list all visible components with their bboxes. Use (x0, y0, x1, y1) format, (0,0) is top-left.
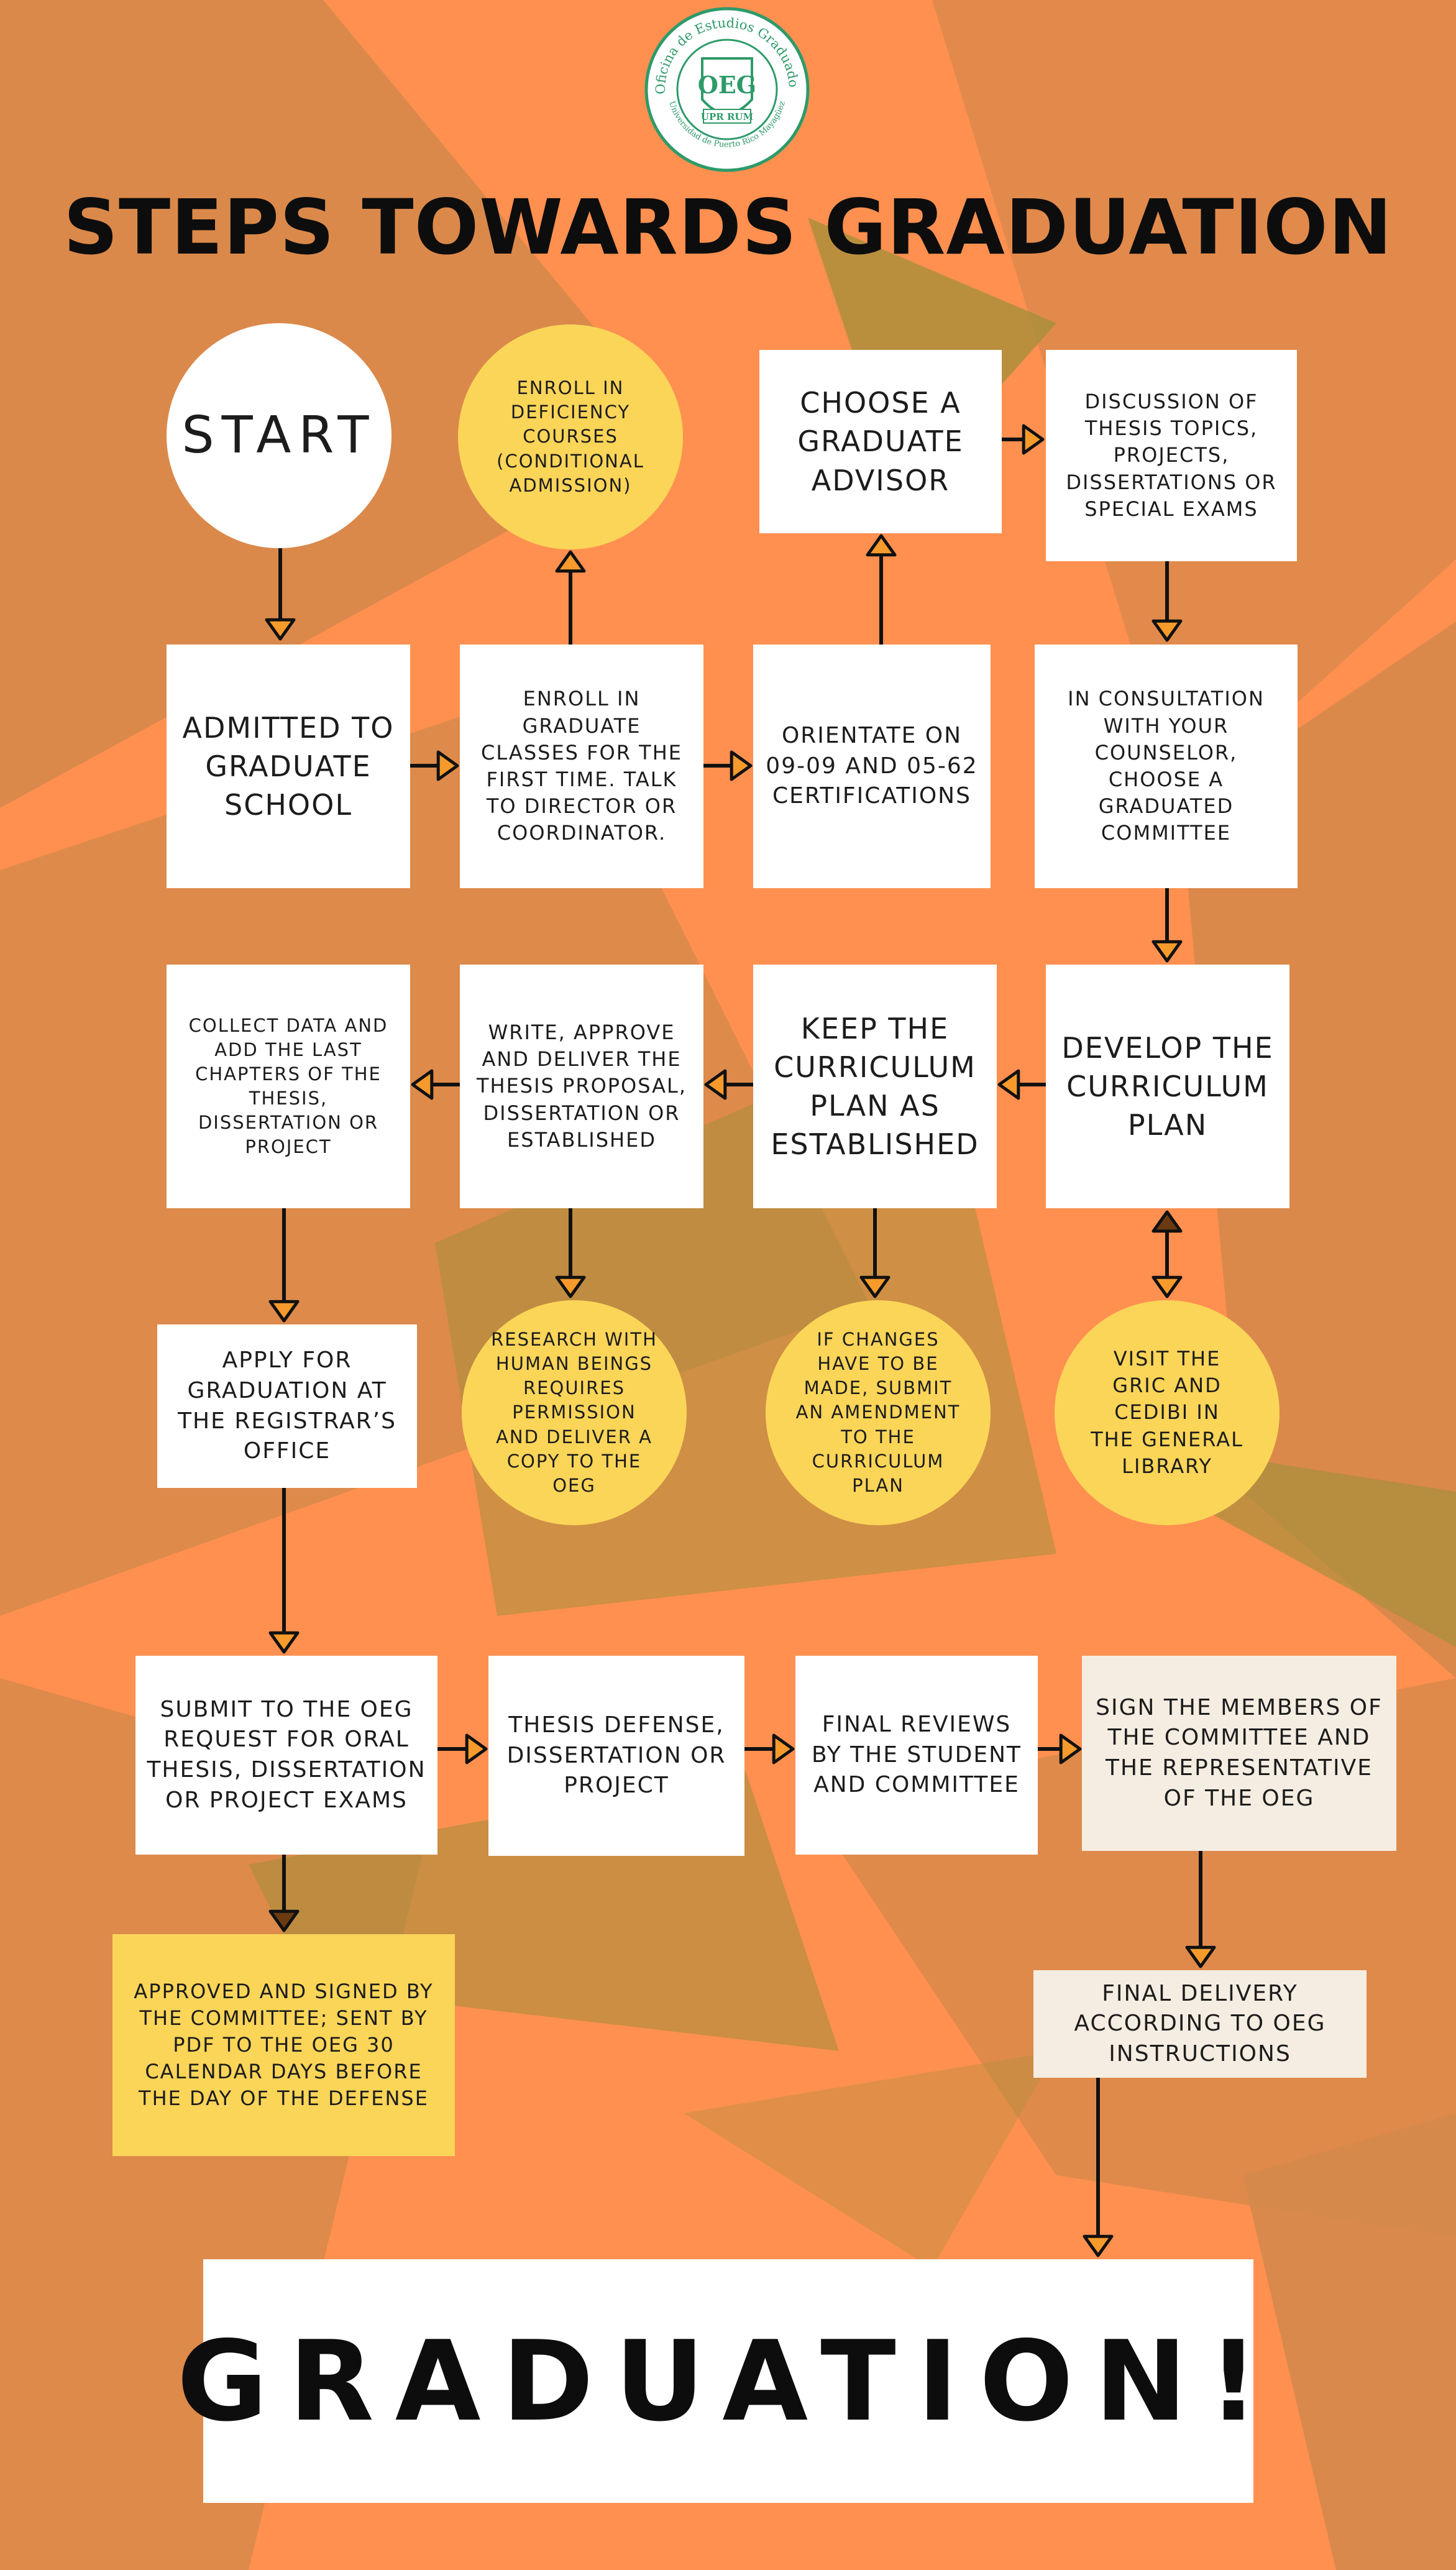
research-label: RESEARCH WITH HUMAN BEINGS REQUIRES PERM… (491, 1329, 657, 1496)
admitted-box: ADMITTED TO GRADUATE SCHOOL (167, 645, 410, 888)
graduation-label: GRADUATION! (176, 2316, 1280, 2446)
arrow-write-collect-head (411, 1069, 434, 1100)
arrow-develop-keep-head (997, 1069, 1020, 1100)
consultation-label: IN CONSULTATION WITH YOUR COUNSELOR, CHO… (1068, 687, 1265, 845)
arrow-write-research-head (555, 1275, 586, 1298)
discussion-box: DISCUSSION OF THESIS TOPICS, PROJECTS, D… (1046, 350, 1297, 561)
arrow-keep-changes-head (859, 1275, 891, 1298)
page-title: STEPS TOWARDS GRADUATION (63, 183, 1393, 272)
logo-banner: UPR RUM (701, 111, 753, 122)
choose-advisor-box: CHOOSE A GRADUATE ADVISOR (759, 350, 1002, 533)
visit-library-circle: VISIT THE GRIC AND CEDIBI IN THE GENERAL… (1055, 1300, 1280, 1525)
orientate-box: ORIENTATE ON 09-09 AND 05-62 CERTIFICATI… (753, 645, 991, 888)
collect-data-box: COLLECT DATA AND ADD THE LAST CHAPTERS O… (167, 965, 410, 1208)
sign-members-box: SIGN THE MEMBERS OF THE COMMITTEE AND TH… (1082, 1656, 1396, 1851)
logo-initials: OEG (698, 71, 757, 99)
arrow-reviews-sign-head (1059, 1733, 1082, 1765)
arrow-keep-write-head (704, 1069, 727, 1100)
keep-plan-label: KEEP THE CURRICULUM PLAN AS ESTABLISHED (771, 1011, 979, 1162)
consultation-box: IN CONSULTATION WITH YOUR COUNSELOR, CHO… (1035, 645, 1298, 888)
arrow-consultation-develop-head (1152, 940, 1183, 963)
discussion-label: DISCUSSION OF THESIS TOPICS, PROJECTS, D… (1066, 390, 1277, 521)
changes-label: IF CHANGES HAVE TO BE MADE, SUBMIT AN AM… (795, 1329, 961, 1496)
final-reviews-label: FINAL REVIEWS BY THE STUDENT AND COMMITT… (812, 1712, 1022, 1798)
arrow-defense-reviews-head (772, 1733, 795, 1765)
deficiency-courses-label: ENROLL IN DEFICIENCY COURSES (CONDITIONA… (497, 377, 644, 496)
approved-signed-box: APPROVED AND SIGNED BY THE COMMITTEE; SE… (112, 1934, 455, 2156)
research-circle: RESEARCH WITH HUMAN BEINGS REQUIRES PERM… (462, 1300, 687, 1525)
develop-plan-label: DEVELOP THE CURRICULUM PLAN (1061, 1030, 1274, 1142)
final-reviews-box: FINAL REVIEWS BY THE STUDENT AND COMMITT… (795, 1656, 1038, 1855)
graduation-banner: GRADUATION! (177, 2259, 1258, 2503)
enroll-classes-label: ENROLL IN GRADUATE CLASSES FOR THE FIRST… (481, 687, 682, 845)
arrow-enroll-deficiency-head (555, 550, 586, 573)
changes-circle: IF CHANGES HAVE TO BE MADE, SUBMIT AN AM… (766, 1300, 991, 1525)
arrow-admitted-enroll-head (436, 750, 459, 781)
thesis-defense-box: THESIS DEFENSE, DISSERTATION OR PROJECT (488, 1656, 744, 1856)
thesis-defense-label: THESIS DEFENSE, DISSERTATION OR PROJECT (506, 1712, 726, 1799)
start-circle: START (167, 323, 391, 548)
final-delivery-box: FINAL DELIVERY ACCORDING TO OEG INSTRUCT… (1033, 1970, 1367, 2078)
apply-graduation-box: APPLY FOR GRADUATION AT THE REGISTRAR’S … (157, 1324, 417, 1488)
submit-request-label: SUBMIT TO THE OEG REQUEST FOR ORAL THESI… (147, 1696, 426, 1813)
arrow-enroll-orientate-head (730, 750, 753, 781)
keep-plan-box: KEEP THE CURRICULUM PLAN AS ESTABLISHED (753, 965, 997, 1208)
enroll-classes-box: ENROLL IN GRADUATE CLASSES FOR THE FIRST… (460, 645, 703, 888)
arrow-start-admitted-head (265, 618, 296, 641)
orientate-label: ORIENTATE ON 09-09 AND 05-62 CERTIFICATI… (766, 723, 978, 809)
arrow-submit-defense-head (465, 1733, 488, 1765)
sign-members-label: SIGN THE MEMBERS OF THE COMMITTEE AND TH… (1096, 1694, 1383, 1811)
approved-signed-label: APPROVED AND SIGNED BY THE COMMITTEE; SE… (134, 1979, 434, 2111)
arrow-visit-develop-head (1152, 1210, 1183, 1233)
arrow-submit-approved-head (268, 1909, 300, 1932)
apply-graduation-label: APPLY FOR GRADUATION AT THE REGISTRAR’S … (178, 1347, 396, 1464)
choose-advisor-label: CHOOSE A GRADUATE ADVISOR (797, 386, 964, 497)
deficiency-courses-circle: ENROLL IN DEFICIENCY COURSES (CONDITIONA… (458, 324, 683, 549)
collect-data-label: COLLECT DATA AND ADD THE LAST CHAPTERS O… (188, 1014, 388, 1158)
start-label: START (181, 405, 377, 465)
final-delivery-label: FINAL DELIVERY ACCORDING TO OEG INSTRUCT… (1074, 1980, 1326, 2067)
admitted-label: ADMITTED TO GRADUATE SCHOOL (182, 710, 395, 822)
arrow-collect-apply-head (268, 1300, 300, 1323)
arrow-discussion-consultation-head (1152, 619, 1183, 642)
arrow-orientate-advisor-head (866, 534, 897, 557)
arrow-apply-submit-head (268, 1631, 300, 1654)
visit-library-label: VISIT THE GRIC AND CEDIBI IN THE GENERAL… (1091, 1347, 1243, 1478)
arrow-advisor-discussion-head (1022, 424, 1045, 455)
arrow-sign-delivery-head (1185, 1945, 1216, 1968)
develop-plan-box: DEVELOP THE CURRICULUM PLAN (1046, 965, 1289, 1208)
arrow-delivery-graduation-head (1083, 2234, 1114, 2257)
arrow-develop-visit-head (1152, 1275, 1183, 1298)
write-proposal-box: WRITE, APPROVE AND DELIVER THE THESIS PR… (460, 965, 703, 1208)
submit-request-box: SUBMIT TO THE OEG REQUEST FOR ORAL THESI… (135, 1656, 437, 1855)
oeg-logo: Oficina de Estudios Graduados Universida… (644, 6, 810, 172)
write-proposal-label: WRITE, APPROVE AND DELIVER THE THESIS PR… (476, 1021, 687, 1152)
